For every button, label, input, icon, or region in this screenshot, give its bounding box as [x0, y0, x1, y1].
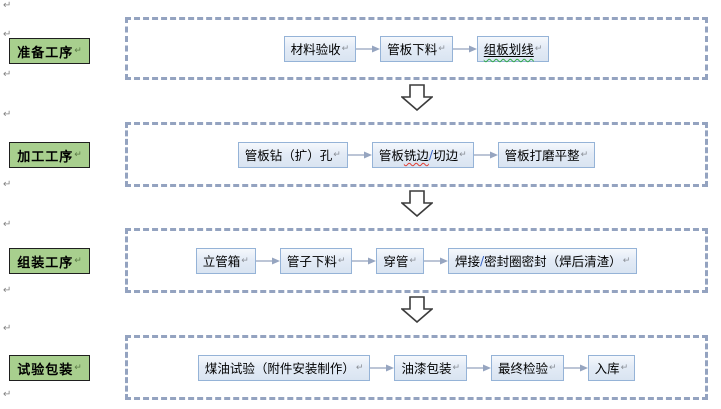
paragraph-mark: ↵ [333, 149, 341, 160]
stage-label-0[interactable]: 准备工序↵ [9, 38, 90, 64]
steps-row: 煤油试验（附件安装制作）↵油漆包装↵最终检验↵入库↵ [197, 354, 636, 381]
step-text: 油漆包装 [401, 361, 452, 376]
flow-connector-arrow [452, 45, 477, 52]
stage-label-text: 加工工序 [17, 149, 74, 165]
step-text: 管板钻（扩）孔 [244, 148, 333, 163]
step-text: 铣边 [403, 148, 429, 163]
paragraph-mark: ↵ [409, 255, 417, 266]
slash-text: / [428, 147, 434, 162]
process-step-box[interactable]: 油漆包装↵ [394, 354, 467, 381]
step-text: 管板下料 [387, 42, 438, 57]
stage-label-text: 试验包装 [17, 362, 74, 378]
flow-connector-arrow [467, 364, 491, 371]
flow-connector-arrow [563, 364, 588, 371]
steps-row: 材料验收↵管板下料↵组板划线↵ [283, 35, 550, 62]
slash-text: / [479, 253, 485, 268]
paragraph-mark: ↵ [3, 389, 12, 400]
paragraph-mark: ↵ [3, 219, 12, 230]
paragraph-mark: ↵ [3, 323, 12, 334]
process-step-box[interactable]: 管板铣边/切边↵ [371, 141, 474, 168]
paragraph-mark: ↵ [3, 69, 12, 80]
stage-label-3[interactable]: 试验包装↵ [9, 355, 90, 381]
paragraph-mark: ↵ [622, 255, 631, 266]
paragraph-mark: ↵ [620, 362, 629, 373]
process-group-2[interactable]: 立管箱↵管子下料↵穿管↵焊接/密封圈密封（焊后清渣）↵ [125, 228, 708, 293]
process-group-1[interactable]: 管板钻（扩）孔↵管板铣边/切边↵管板打磨平整↵ [125, 122, 708, 187]
flow-connector-arrow [255, 257, 280, 264]
process-step-box[interactable]: 管板打磨平整↵ [497, 141, 596, 168]
flow-connector-arrow [473, 151, 498, 158]
paragraph-mark: ↵ [3, 179, 12, 190]
process-step-box[interactable]: 立管箱↵ [195, 247, 256, 274]
process-group-3[interactable]: 煤油试验（附件安装制作）↵油漆包装↵最终检验↵入库↵ [125, 335, 708, 400]
block-down-arrow[interactable] [401, 296, 433, 323]
block-down-arrow[interactable] [401, 84, 433, 111]
step-text: 管板打磨平整 [504, 148, 580, 163]
flow-connector-arrow [352, 257, 377, 264]
step-text: 密封圈密封（焊后清渣） [484, 254, 622, 269]
paragraph-mark: ↵ [337, 255, 346, 266]
step-text: 组板划线 [483, 42, 534, 57]
paragraph-mark: ↵ [241, 255, 249, 266]
process-group-0[interactable]: 材料验收↵管板下料↵组板划线↵ [125, 17, 708, 80]
stage-label-text: 组装工序 [17, 255, 74, 271]
paragraph-mark: ↵ [452, 362, 460, 373]
process-step-box[interactable]: 组板划线↵ [476, 35, 550, 62]
block-down-arrow[interactable] [401, 190, 433, 217]
paragraph-mark: ↵ [355, 362, 364, 373]
flow-connector-arrow [356, 45, 381, 52]
stage-label-text: 准备工序 [17, 45, 74, 61]
process-step-box[interactable]: 焊接/密封圈密封（焊后清渣）↵ [447, 247, 638, 274]
paragraph-mark: ↵ [341, 43, 350, 54]
process-step-box[interactable]: 穿管↵ [376, 247, 424, 274]
process-step-box[interactable]: 管板下料↵ [380, 35, 453, 62]
step-text: 切边 [433, 148, 459, 163]
stage-label-2[interactable]: 组装工序↵ [9, 248, 90, 274]
paragraph-mark: ↵ [74, 150, 82, 160]
step-text: 最终检验 [498, 361, 549, 376]
paragraph-mark: ↵ [459, 149, 467, 160]
process-step-box[interactable]: 入库↵ [587, 354, 636, 381]
process-step-box[interactable]: 材料验收↵ [283, 35, 357, 62]
paragraph-mark: ↵ [3, 285, 12, 296]
process-step-box[interactable]: 管子下料↵ [279, 247, 353, 274]
step-text: 焊接 [454, 254, 480, 269]
step-text: 材料验收 [290, 42, 341, 57]
paragraph-mark: ↵ [3, 0, 12, 11]
step-text: 穿管 [383, 254, 409, 269]
flow-connector-arrow [423, 257, 448, 264]
steps-row: 管板钻（扩）孔↵管板铣边/切边↵管板打磨平整↵ [237, 141, 596, 168]
paragraph-mark: ↵ [74, 363, 82, 373]
paragraph-mark: ↵ [3, 29, 12, 40]
stage-label-1[interactable]: 加工工序↵ [9, 142, 90, 168]
paragraph-mark: ↵ [549, 362, 557, 373]
process-step-box[interactable]: 管板钻（扩）孔↵ [237, 141, 348, 168]
step-text: 入库 [594, 361, 620, 376]
step-text-grammar-marked: 组板划线 [484, 39, 534, 58]
paragraph-mark: ↵ [534, 43, 543, 54]
paragraph-mark: ↵ [3, 109, 12, 120]
process-step-box[interactable]: 煤油试验（附件安装制作）↵ [197, 354, 371, 381]
step-text: 管子下料 [286, 254, 337, 269]
flow-connector-arrow [370, 364, 395, 371]
step-text: 煤油试验（附件安装制作） [204, 361, 355, 376]
step-text: 管板 [378, 148, 404, 163]
paragraph-mark: ↵ [74, 46, 82, 56]
flow-connector-arrow [347, 151, 372, 158]
steps-row: 立管箱↵管子下料↵穿管↵焊接/密封圈密封（焊后清渣）↵ [195, 247, 638, 274]
paragraph-mark: ↵ [74, 256, 82, 266]
step-text: 立管箱 [202, 254, 241, 269]
process-step-box[interactable]: 最终检验↵ [491, 354, 564, 381]
paragraph-mark: ↵ [580, 149, 589, 160]
paragraph-mark: ↵ [438, 43, 446, 54]
